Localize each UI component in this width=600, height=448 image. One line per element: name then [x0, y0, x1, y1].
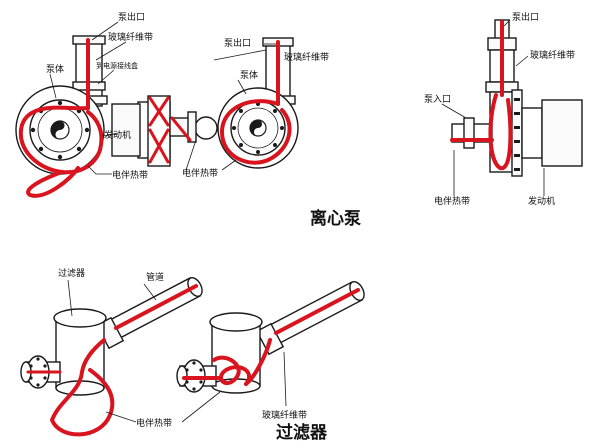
- label-pipe: 管道: [146, 271, 164, 283]
- label-motor-1: 发动机: [104, 129, 131, 141]
- label-glass-fiber-tape-4: 玻璃纤维带: [262, 409, 307, 421]
- label-heat-tape-1: 电伴热带: [112, 169, 148, 181]
- pump-2-illustration: [147, 37, 299, 169]
- label-heat-tape-3: 电伴热带: [434, 195, 470, 207]
- label-pump-body-2: 泵体: [240, 69, 258, 81]
- label-heat-tape-4: 电伴热带: [136, 417, 172, 429]
- filter-2-illustration: [176, 281, 365, 394]
- pump-3-illustration: [450, 19, 583, 177]
- label-glass-fiber-tape-3: 玻璃纤维带: [530, 49, 575, 61]
- label-pump-outlet-2: 泵出口: [224, 37, 251, 49]
- label-glass-fiber-tape-2: 玻璃纤维带: [284, 51, 329, 63]
- caption-centrifugal-pump: 离心泵: [310, 208, 361, 229]
- leader-lines: [49, 19, 545, 423]
- label-pump-body-1: 泵体: [46, 63, 64, 75]
- filter-1-illustration: [20, 277, 203, 437]
- label-pump-outlet-1: 泵出口: [118, 11, 145, 23]
- label-filter: 过滤器: [58, 267, 85, 279]
- caption-filter: 过滤器: [276, 422, 328, 443]
- label-to-power-box: 到电源接线盒: [96, 61, 138, 70]
- label-pump-outlet-3: 泵出口: [512, 11, 539, 23]
- labels: 泵出口 玻璃纤维带 到电源接线盒 泵体 发动机 电伴热带 泵出口 玻璃纤维带 泵…: [46, 11, 575, 443]
- label-heat-tape-2: 电伴热带: [182, 167, 218, 179]
- label-pump-inlet: 泵入口: [424, 94, 451, 105]
- label-motor-3: 发动机: [528, 195, 555, 207]
- pump-1-illustration: [15, 35, 218, 198]
- label-glass-fiber-tape-1: 玻璃纤维带: [108, 31, 153, 43]
